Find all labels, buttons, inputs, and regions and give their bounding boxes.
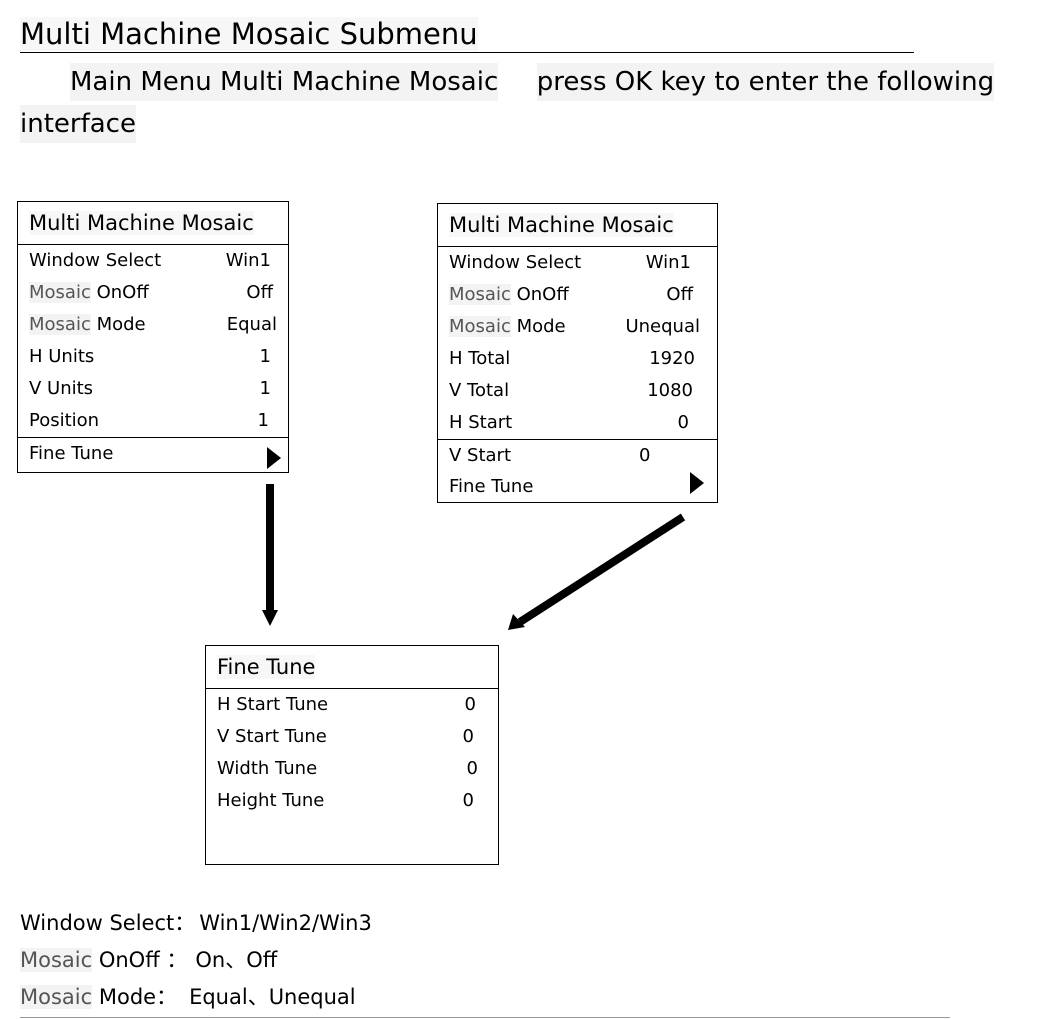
value-h-start: 0 [677, 412, 689, 433]
value-mosaic-mode: Equal [226, 314, 277, 335]
menu-item-position[interactable]: Position 1 [29, 405, 288, 437]
value-position: 1 [257, 410, 269, 431]
menu-item-width-tune[interactable]: Width Tune 0 [217, 753, 498, 785]
value-mosaic-mode: Unequal [625, 316, 700, 337]
value-v-start: 0 [639, 445, 651, 466]
menu-item-h-units[interactable]: H Units 1 [29, 341, 288, 373]
intro-menu-path: Main Menu Multi Machine Mosaic [70, 63, 499, 101]
panel-title: Multi Machine Mosaic [438, 204, 717, 247]
menu-item-window-select[interactable]: Window Select Win1 [449, 247, 717, 279]
divider [18, 437, 288, 438]
value-v-total: 1080 [647, 380, 693, 401]
legend-mosaic-onoff: Mosaic OnOff ：On、Off [20, 948, 278, 972]
triangle-right-icon [267, 447, 281, 469]
menu-item-mosaic-onoff[interactable]: Mosaic OnOff Off [449, 279, 717, 311]
page-bottom-rule [20, 1017, 950, 1018]
panel-title: Multi Machine Mosaic [18, 202, 288, 245]
arrow-down-head [262, 610, 278, 626]
menu-item-h-start-tune[interactable]: H Start Tune 0 [217, 689, 498, 721]
panel-title: Fine Tune [206, 646, 498, 689]
value-v-start-tune: 0 [462, 726, 474, 747]
value-v-units: 1 [259, 378, 271, 399]
menu-item-v-start-tune[interactable]: V Start Tune 0 [217, 721, 498, 753]
value-window-select: Win1 [645, 252, 691, 273]
intro-instruction: press OK key to enter the following [536, 63, 995, 101]
value-h-total: 1920 [649, 348, 695, 369]
menu-item-v-total[interactable]: V Total 1080 [449, 375, 717, 407]
menu-item-fine-tune[interactable]: Fine Tune [449, 476, 534, 497]
intro-text-line2: interface [20, 105, 136, 143]
value-height-tune: 0 [462, 790, 474, 811]
value-mosaic-onoff: Off [246, 282, 273, 303]
menu-item-h-start[interactable]: H Start 0 [449, 407, 717, 439]
arrow-diagonal-icon [517, 513, 686, 626]
value-width-tune: 0 [466, 758, 478, 779]
menu-item-mosaic-mode[interactable]: Mosaic Mode Equal [29, 309, 288, 341]
panel-fine-tune: Fine Tune H Start Tune 0 V Start Tune 0 … [205, 645, 499, 865]
menu-item-h-total[interactable]: H Total 1920 [449, 343, 717, 375]
menu-item-mosaic-mode[interactable]: Mosaic Mode Unequal [449, 311, 717, 343]
intro-text-line1: Main Menu Multi Machine Mosaic press OK … [70, 63, 995, 101]
triangle-right-icon [690, 472, 704, 494]
panel-mosaic-equal: Multi Machine Mosaic Window Select Win1 … [17, 201, 289, 473]
menu-item-v-units[interactable]: V Units 1 [29, 373, 288, 405]
value-h-units: 1 [259, 346, 271, 367]
menu-item-fine-tune[interactable]: Fine Tune [29, 443, 114, 464]
value-window-select: Win1 [225, 250, 271, 271]
legend-window-select: Window Select：Win1/Win2/Win3 [20, 911, 372, 935]
divider [438, 439, 717, 440]
legend-mosaic-mode: Mosaic Mode：Equal、Unequal [20, 985, 356, 1009]
menu-item-v-start[interactable]: V Start 0 [449, 440, 717, 472]
value-h-start-tune: 0 [464, 694, 476, 715]
arrow-diagonal-head [508, 614, 525, 630]
document-title: Multi Machine Mosaic Submenu [20, 16, 914, 53]
menu-item-window-select[interactable]: Window Select Win1 [29, 245, 288, 277]
menu-item-mosaic-onoff[interactable]: Mosaic OnOff Off [29, 277, 288, 309]
panel-mosaic-unequal: Multi Machine Mosaic Window Select Win1 … [437, 203, 718, 503]
value-mosaic-onoff: Off [666, 284, 693, 305]
menu-item-height-tune[interactable]: Height Tune 0 [217, 785, 498, 817]
